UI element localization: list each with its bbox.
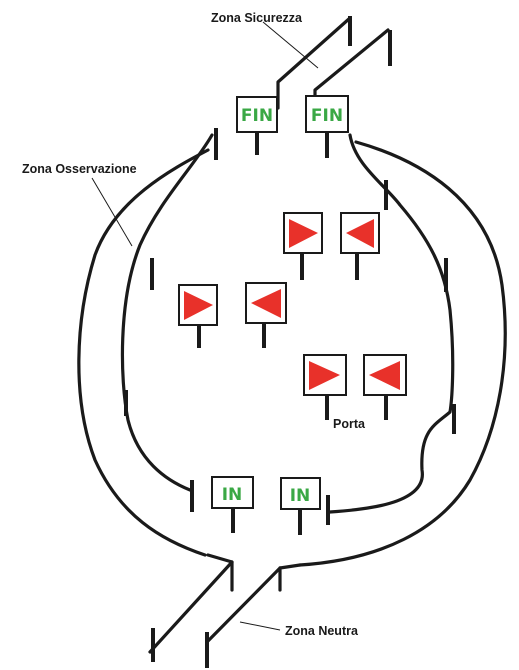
start-sign-left: IN — [211, 476, 254, 533]
neutral-zone-chute — [148, 553, 302, 668]
gate-flag-left-pointing-3 — [363, 354, 407, 420]
gate-flag-left-pointing-1 — [340, 212, 380, 280]
observation-zone-leader — [91, 177, 133, 247]
finish-sign-right: FIN — [305, 95, 349, 158]
finish-sign-left: FIN — [236, 96, 278, 155]
gate-flag-right-pointing-1 — [283, 212, 323, 280]
gate-flag-right-pointing-2 — [178, 284, 218, 348]
start-sign-right-text: IN — [290, 486, 311, 506]
neutral-zone-label: Zona Neutra — [285, 624, 359, 638]
finish-sign-left-text: FIN — [241, 106, 273, 126]
gate-label: Porta — [333, 417, 366, 431]
course-boundary — [77, 133, 507, 567]
start-sign-left-text: IN — [222, 485, 243, 505]
safety-zone-label: Zona Sicurezza — [211, 11, 303, 25]
finish-sign-right-text: FIN — [311, 106, 343, 126]
safety-zone-chute — [276, 16, 392, 110]
safety-zone-leader — [262, 21, 319, 69]
boundary-posts — [124, 128, 456, 525]
gate-flag-left-pointing-2 — [245, 282, 287, 348]
start-sign-right: IN — [280, 477, 321, 535]
neutral-zone-leader — [239, 621, 281, 631]
gate-flag-right-pointing-3 — [303, 354, 347, 420]
observation-zone-label: Zona Osservazione — [22, 162, 137, 176]
